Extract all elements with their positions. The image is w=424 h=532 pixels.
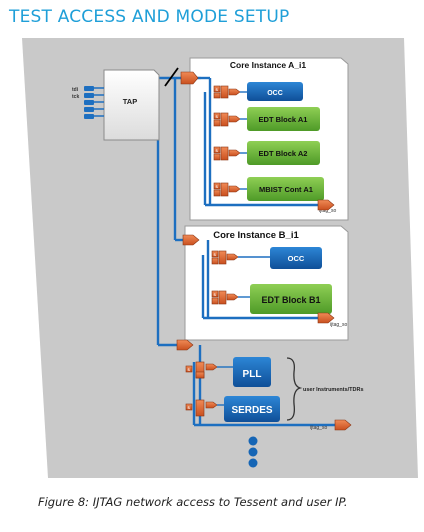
core-b-occ-block: OCC [270,247,322,269]
core-a-edt-a1-label: EDT Block A1 [259,115,308,124]
bus-width-slash [164,67,179,87]
core-a-occ-block: OCC [247,82,303,101]
svg-text:S: S [214,253,217,257]
core-b-edt-b1-block: EDT Block B1 [250,284,332,314]
page-title: TEST ACCESS AND MODE SETUP [9,7,290,27]
serdes-block: SERDES [224,396,280,422]
core-a-mbist-block: MBIST Cont A1 [247,177,324,201]
svg-text:S: S [216,149,219,153]
core-a-title: Core Instance A_i1 [230,60,306,70]
user-ip-so-label: ijtag_so [310,425,327,431]
svg-text:S: S [216,88,219,92]
tap-pin-tck: tck [72,94,79,100]
block-wires [217,91,270,406]
tap-pin-tdi: tdi [72,87,79,93]
svg-text:S: S [214,293,217,297]
core-b-title: Core Instance B_i1 [213,230,299,241]
svg-text:S: S [216,115,219,119]
pll-block: PLL [233,357,271,387]
core-a-mbist-label: MBIST Cont A1 [259,185,313,194]
core-a-edt-a2-label: EDT Block A2 [259,149,308,158]
svg-text:S: S [188,368,191,372]
pll-label: PLL [243,369,262,380]
user-ip-brace [286,357,303,421]
tap-label: TAP [123,97,137,106]
tap-block: TAP tdi tck [72,69,160,141]
svg-text:S: S [216,185,219,189]
sib-cells [176,71,352,431]
core-a-edt-a1-block: EDT Block A1 [247,107,320,131]
sib-letters: S S S S S S S S [188,88,219,410]
continuation-dots [248,436,258,468]
svg-text:S: S [188,406,191,410]
core-b-edt-b1-label: EDT Block B1 [261,295,320,305]
core-a-so-label: ijtag_so [319,208,336,214]
core-a-occ-label: OCC [267,90,283,97]
core-b-occ-label: OCC [288,254,305,263]
serdes-label: SERDES [231,405,272,416]
figure-caption: Figure 8: IJTAG network access to Tessen… [38,495,348,509]
core-a-edt-a2-block: EDT Block A2 [247,141,320,165]
core-b-so-label: ijtag_so [330,322,347,328]
user-ip-brace-label: user Instruments/TDRs [303,387,364,393]
